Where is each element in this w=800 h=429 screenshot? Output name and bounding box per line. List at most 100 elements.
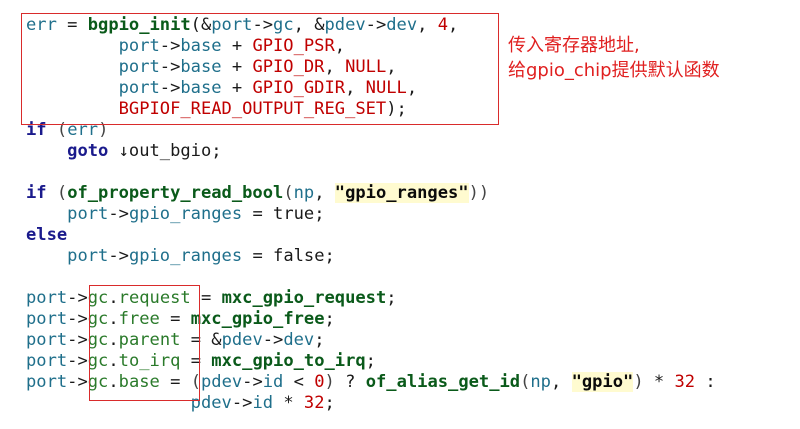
- code-token: 32: [303, 393, 325, 413]
- code-token: base: [180, 78, 222, 98]
- code-token: ,: [324, 57, 346, 77]
- code-line: pdev->id * 32;: [26, 393, 716, 414]
- code-token: gc: [273, 15, 294, 35]
- code-token: ;: [314, 204, 325, 224]
- code-token: 4: [437, 15, 449, 35]
- code-token: ,: [334, 36, 346, 56]
- code-token: if: [26, 183, 47, 203]
- code-line: port->gc.to_irq = mxc_gpio_to_irq;: [26, 351, 716, 372]
- code-token: .: [108, 351, 119, 371]
- code-token: port: [118, 57, 160, 77]
- code-token: ->: [159, 36, 181, 56]
- code-token: ->: [67, 309, 88, 329]
- code-token: port: [26, 288, 68, 308]
- code-token: ->: [108, 246, 129, 266]
- code-token: [26, 246, 67, 266]
- code-token: ->: [67, 330, 88, 350]
- annotation-line-2: 给gpio_chip提供默认函数: [508, 60, 720, 81]
- code-token: ;: [324, 309, 335, 329]
- code-token: bgpio_init: [87, 15, 191, 35]
- code-token: GPIO_DR: [252, 57, 325, 77]
- code-token: =: [56, 15, 88, 35]
- code-token: ->: [262, 330, 284, 350]
- code-token: ): [98, 120, 109, 140]
- bgpio-init-highlight-box: [21, 13, 499, 125]
- code-token: .: [108, 372, 119, 392]
- code-token: gpio_ranges: [128, 204, 243, 224]
- code-line: [26, 162, 716, 183]
- code-line: port->gpio_ranges = true;: [26, 204, 716, 225]
- code-token: true: [273, 204, 315, 224]
- code-token: base: [118, 372, 160, 392]
- annotation-line-1: 传入寄存器地址,: [508, 35, 640, 56]
- code-token: gpio_ranges: [128, 246, 243, 266]
- code-line: port->base + GPIO_DR, NULL,: [26, 57, 716, 78]
- code-token: 0: [314, 372, 325, 392]
- code-token: ->: [159, 57, 181, 77]
- code-token: ;: [324, 246, 335, 266]
- code-token: of_alias_get_id: [365, 372, 521, 392]
- code-token: :: [695, 372, 716, 392]
- code-block: err = bgpio_init(&port->gc, &pdev->dev, …: [26, 15, 716, 414]
- code-token: base: [180, 36, 222, 56]
- code-token: ;: [365, 351, 376, 371]
- code-token: ->: [252, 15, 274, 35]
- code-token: if: [26, 120, 47, 140]
- code-token: =: [242, 204, 274, 224]
- code-line: goto ↓out_bgio;: [26, 141, 716, 162]
- code-token: [26, 204, 67, 224]
- code-token: port: [118, 78, 160, 98]
- code-token: +: [221, 57, 253, 77]
- code-token: port: [26, 309, 68, 329]
- code-token: [26, 141, 67, 161]
- code-token: (: [190, 372, 201, 392]
- code-token: gc: [87, 288, 109, 308]
- code-token: port: [67, 246, 109, 266]
- code-token: ->: [67, 351, 88, 371]
- code-token: BGPIOF_READ_OUTPUT_REG_SET: [118, 99, 387, 119]
- code-token: ,: [314, 183, 335, 203]
- code-token: (&: [190, 15, 212, 35]
- code-token: .: [108, 330, 119, 350]
- code-token: ↓out_bgio;: [108, 141, 222, 161]
- code-token: to_irq: [118, 351, 181, 371]
- code-token: <: [283, 372, 315, 392]
- code-line: port->gc.free = mxc_gpio_free;: [26, 309, 716, 330]
- code-token: gc: [87, 330, 109, 350]
- code-token: (: [283, 183, 294, 203]
- code-token: err: [67, 120, 99, 140]
- code-token: =: [242, 246, 274, 266]
- code-token: np: [293, 183, 315, 203]
- code-line: if (err): [26, 120, 716, 141]
- code-token: =: [159, 372, 191, 392]
- code-token: pdev: [221, 330, 263, 350]
- code-token: np: [530, 372, 551, 392]
- code-token: dev: [283, 330, 315, 350]
- code-line: err = bgpio_init(&port->gc, &pdev->dev, …: [26, 15, 716, 36]
- code-token: of_property_read_bool: [67, 183, 284, 203]
- code-token: (: [520, 372, 531, 392]
- code-token: ?: [334, 372, 366, 392]
- code-token: +: [221, 78, 253, 98]
- code-token: =: [180, 351, 212, 371]
- code-token: .: [108, 288, 119, 308]
- code-token: ): [633, 372, 644, 392]
- code-token: pdev: [201, 372, 243, 392]
- code-token: )): [468, 183, 490, 203]
- code-token: gc: [87, 309, 109, 329]
- code-token: port: [26, 330, 68, 350]
- code-token: ->: [108, 204, 129, 224]
- code-token: ->: [67, 288, 88, 308]
- code-token: ;: [324, 393, 335, 413]
- code-token: request: [118, 288, 191, 308]
- code-token: false: [273, 246, 325, 266]
- code-token: =: [190, 288, 222, 308]
- code-token: pdev: [324, 15, 366, 35]
- code-token: ->: [67, 372, 88, 392]
- code-token: ): [324, 372, 335, 392]
- code-token: gc: [87, 372, 109, 392]
- code-token: free: [118, 309, 160, 329]
- code-token: port: [26, 351, 68, 371]
- code-line: port->gc.request = mxc_gpio_request;: [26, 288, 716, 309]
- code-token: mxc_gpio_to_irq: [211, 351, 366, 371]
